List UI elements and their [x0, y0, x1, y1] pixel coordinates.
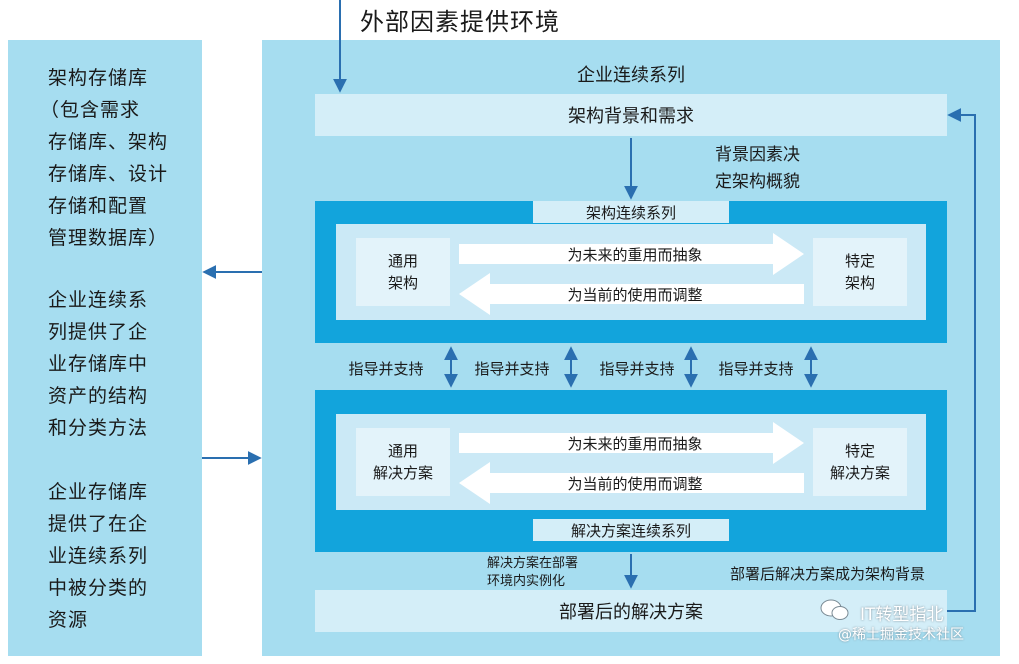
instantiate-note: 解决方案在部署 环境内实例化: [487, 555, 617, 591]
adapt-label: 为当前的使用而调整: [567, 285, 703, 304]
text-line: 解决方案: [829, 464, 890, 482]
context-note: 背景因素决 定架构概貌: [715, 142, 855, 196]
text-line: 定架构概貌: [715, 172, 800, 192]
text-line: 资产的结构: [48, 385, 149, 407]
adapt-arrow-left: [459, 273, 804, 315]
generic-architecture-node: 通用 架构: [356, 238, 450, 306]
architecture-context-bar: 架构背景和需求: [315, 94, 947, 136]
text-line: 架构存储库: [48, 67, 149, 89]
guide-label: 指导并支持: [474, 359, 550, 378]
text-line: 和分类方法: [48, 417, 149, 439]
text-line: 列提供了企: [48, 321, 149, 343]
adapt-label: 为当前的使用而调整: [567, 474, 703, 493]
solutions-continuum-label: 解决方案连续系列: [533, 519, 729, 541]
enterprise-continuum-title: 企业连续系列: [577, 65, 685, 86]
text-line: 解决方案在部署: [487, 556, 579, 571]
text-line: 环境内实例化: [487, 574, 566, 589]
abstract-label: 为未来的重用而抽象: [567, 245, 703, 264]
text-line: 架构: [387, 274, 418, 292]
text-line: 存储库、架构: [48, 131, 169, 153]
external-factors-title: 外部因素提供环境: [360, 8, 560, 36]
text-line: 业存储库中: [48, 353, 149, 375]
specific-solutions-node: 特定 解决方案: [813, 428, 907, 496]
repository-resources-text: 企业存储库 提供了在企 业连续系列 中被分类的 资源: [48, 476, 188, 636]
watermark-subtitle: @稀土掘金技术社区: [838, 627, 964, 643]
text-line: 中被分类的: [48, 577, 149, 599]
text-line: 存储和配置: [48, 195, 149, 217]
text-line: 通用: [387, 442, 418, 460]
feedback-note: 部署后解决方案成为架构背景: [730, 565, 926, 583]
text-line: 架构: [844, 274, 875, 292]
feedback-arrow: [947, 108, 976, 612]
text-line: （包含需求: [40, 99, 141, 121]
abstract-arrow-right: [459, 233, 804, 275]
adapt-arrow-left: [459, 462, 804, 504]
text-line: 提供了在企: [48, 513, 149, 535]
text-line: 管理数据库）: [48, 227, 169, 249]
text-line: 存储库、设计: [48, 163, 169, 185]
abstract-label: 为未来的重用而抽象: [567, 434, 703, 453]
continuum-structure-text: 企业连续系 列提供了企 业存储库中 资产的结构 和分类方法: [48, 284, 188, 444]
text-line: 企业连续系: [48, 289, 149, 311]
watermark-title: IT转型指北: [860, 605, 944, 625]
text-line: 特定: [844, 442, 875, 460]
abstract-arrow-right: [459, 422, 804, 464]
text-line: 通用: [387, 252, 418, 270]
specific-architecture-node: 特定 架构: [813, 238, 907, 306]
text-line: 业连续系列: [48, 545, 149, 567]
guide-label: 指导并支持: [718, 359, 794, 378]
architecture-continuum-label: 架构连续系列: [533, 201, 729, 223]
repository-panel: 架构存储库 （包含需求 存储库、架构 存储库、设计 存储和配置 管理数据库） 企…: [8, 40, 202, 656]
architecture-repository-text: 架构存储库 （包含需求 存储库、架构 存储库、设计 存储和配置 管理数据库）: [40, 62, 188, 254]
text-line: 解决方案: [372, 464, 433, 482]
guide-label: 指导并支持: [599, 359, 675, 378]
wechat-icon: [820, 598, 850, 622]
text-line: 特定: [844, 252, 875, 270]
generic-solutions-node: 通用 解决方案: [356, 428, 450, 496]
text-line: 企业存储库: [48, 481, 149, 503]
text-line: 资源: [48, 609, 89, 631]
guide-label: 指导并支持: [348, 359, 424, 378]
text-line: 背景因素决: [715, 145, 800, 165]
